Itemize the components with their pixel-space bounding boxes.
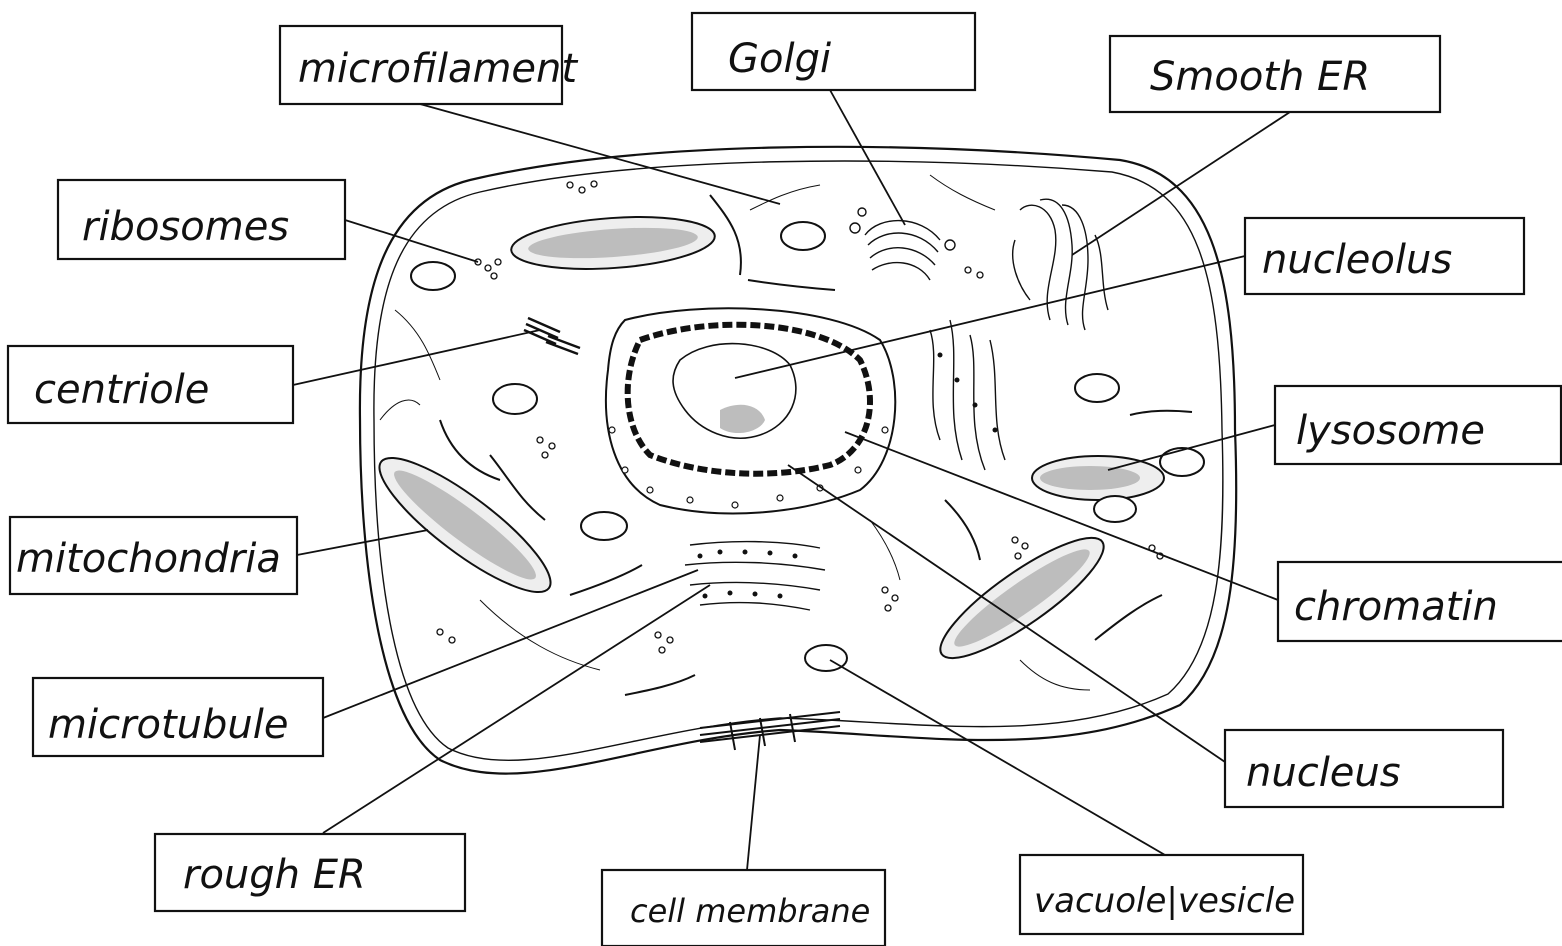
label-nucleus: nucleus (1225, 730, 1503, 807)
label-text-nucleus: nucleus (1246, 750, 1401, 796)
label-text-golgi: Golgi (728, 36, 831, 82)
label-text-lysosome: lysosome (1296, 408, 1485, 454)
label-text-centriole: centriole (34, 367, 209, 413)
leader-nucleus (788, 465, 1225, 762)
label-nucleolus: nucleolus (1245, 218, 1524, 294)
leader-nucleolus (735, 256, 1245, 378)
mitochondrion-right (927, 520, 1117, 675)
leader-vacuole (830, 660, 1165, 855)
label-text-smooth-er: Smooth ER (1150, 54, 1370, 100)
label-smooth-er: Smooth ER (1110, 36, 1440, 112)
nucleus-body (606, 308, 895, 513)
leader-microtubule (323, 570, 698, 718)
label-ribosomes: ribosomes (58, 180, 345, 259)
label-chromatin: chromatin (1278, 562, 1562, 641)
label-microfilament: microfilament (280, 26, 578, 104)
leader-centriole (293, 330, 540, 385)
label-text-ribosomes: ribosomes (82, 204, 289, 250)
label-cell-membrane: cell membrane (602, 870, 885, 946)
leader-microfilament (420, 104, 780, 204)
leader-mitochondria (297, 530, 428, 555)
smooth-er-body (1013, 199, 1108, 330)
label-rough-er: rough ER (155, 834, 465, 911)
label-golgi: Golgi (692, 13, 975, 90)
mitochondrion-left (364, 439, 565, 610)
label-text-rough-er: rough ER (183, 852, 366, 898)
leader-golgi (830, 90, 905, 225)
label-text-microfilament: microfilament (298, 46, 578, 92)
label-text-nucleolus: nucleolus (1262, 237, 1452, 283)
leader-cell-membrane (747, 735, 760, 870)
label-lysosome: lysosome (1275, 386, 1561, 464)
label-mitochondria: mitochondria (10, 517, 297, 594)
label-text-chromatin: chromatin (1294, 584, 1498, 630)
leader-rough-er (323, 585, 710, 833)
label-text-vacuole-vesicle: vacuole|vesicle (1034, 881, 1295, 921)
mitochondrion-top (510, 211, 717, 275)
label-microtubule: microtubule (33, 678, 323, 756)
label-text-mitochondria: mitochondria (16, 536, 281, 582)
label-centriole: centriole (8, 346, 293, 423)
label-text-microtubule: microtubule (48, 702, 289, 748)
lysosome-body (1032, 456, 1164, 500)
label-text-cell-membrane: cell membrane (630, 892, 870, 930)
leader-ribosomes (345, 220, 478, 262)
centriole-body (524, 318, 580, 354)
label-vacuole-vesicle: vacuole|vesicle (1020, 855, 1303, 934)
